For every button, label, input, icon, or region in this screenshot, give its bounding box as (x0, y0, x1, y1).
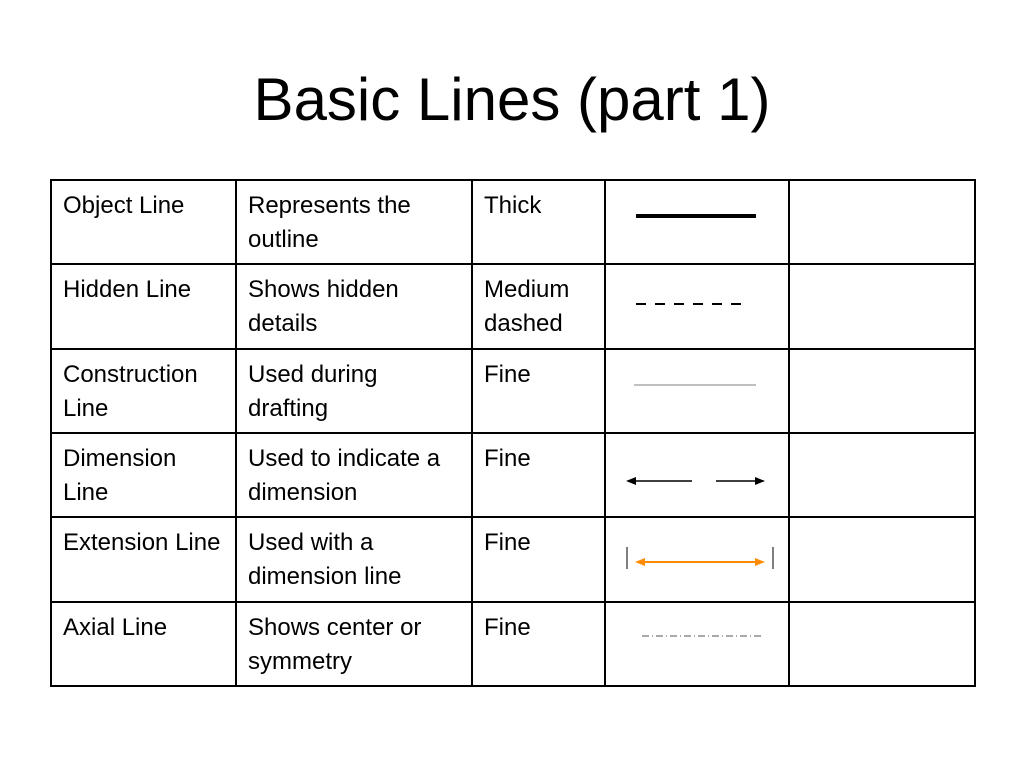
notes-cell (788, 600, 976, 688)
line-weight-cell: Medium dashed (471, 263, 606, 350)
line-sample-cell (604, 178, 790, 266)
line-sample-cell (604, 347, 790, 434)
dash-dot-center-line-sample (642, 635, 764, 637)
notes-cell (788, 516, 976, 603)
table-row: Dimension Line Used to indicate a dimens… (50, 431, 976, 519)
fine-solid-line-sample (634, 384, 756, 386)
notes-cell (788, 347, 976, 434)
line-weight-cell: Fine (471, 431, 606, 519)
line-sample-cell (604, 600, 790, 688)
line-weight-cell: Fine (471, 516, 606, 603)
notes-cell (788, 178, 976, 266)
line-name-cell: Extension Line (50, 516, 237, 603)
line-description-cell: Represents the outline (235, 178, 473, 266)
line-description-cell: Shows hidden details (235, 263, 473, 350)
line-name-cell: Dimension Line (50, 431, 237, 519)
thick-solid-line-sample (636, 214, 756, 218)
notes-cell (788, 431, 976, 519)
line-types-table: Object Line Represents the outline Thick… (50, 178, 976, 688)
line-sample-cell (604, 431, 790, 519)
line-name-cell: Construction Line (50, 347, 237, 434)
line-name-cell: Hidden Line (50, 263, 237, 350)
line-weight-cell: Thick (471, 178, 606, 266)
line-name-cell: Axial Line (50, 600, 237, 688)
line-name-cell: Object Line (50, 178, 237, 266)
medium-dashed-line-sample (636, 303, 748, 306)
table-row: Axial Line Shows center or symmetry Fine (50, 600, 976, 688)
line-sample-cell (604, 263, 790, 350)
line-description-cell: Used during drafting (235, 347, 473, 434)
line-sample-cell (604, 516, 790, 603)
line-weight-cell: Fine (471, 347, 606, 434)
line-description-cell: Shows center or symmetry (235, 600, 473, 688)
slide-title: Basic Lines (part 1) (253, 66, 771, 133)
table-row: Construction Line Used during drafting F… (50, 347, 976, 434)
table-row: Hidden Line Shows hidden details Medium … (50, 263, 976, 350)
extension-line-sample (626, 547, 774, 570)
line-description-cell: Used to indicate a dimension (235, 431, 473, 519)
table-row: Extension Line Used with a dimension lin… (50, 516, 976, 603)
line-weight-cell: Fine (471, 600, 606, 688)
line-description-cell: Used with a dimension line (235, 516, 473, 603)
table-row: Object Line Represents the outline Thick (50, 178, 976, 266)
notes-cell (788, 263, 976, 350)
dimension-arrows-sample (626, 476, 765, 485)
